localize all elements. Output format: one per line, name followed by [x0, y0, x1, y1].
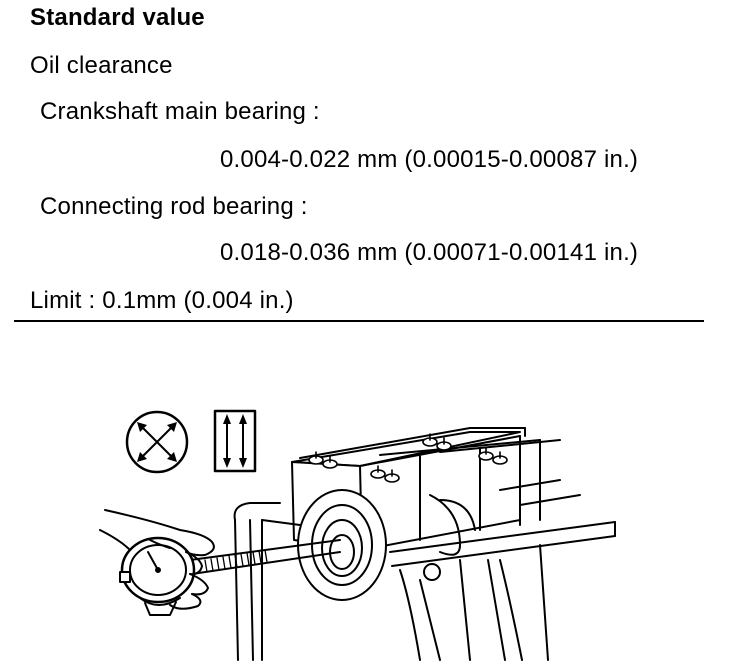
engine-block-frame: [233, 479, 616, 661]
rod-bearing-value: 0.018-0.036 mm (0.00071-0.00141 in.): [220, 239, 639, 266]
diagonal-measure-icon: [125, 410, 189, 474]
main-bearing-label: Crankshaft main bearing :: [40, 98, 320, 125]
oil-clearance-label: Oil clearance: [30, 52, 173, 79]
limit-value: Limit : 0.1mm (0.004 in.): [30, 287, 294, 314]
dial-gauge-icon: [119, 536, 196, 616]
vertical-measure-icon: [213, 409, 257, 473]
hand-illustration: [99, 509, 215, 610]
spec-heading: Standard value: [30, 4, 205, 31]
bore-gauge-rod: [189, 539, 341, 575]
bearing-cap-assembly: [291, 427, 561, 601]
main-bearing-value: 0.004-0.022 mm (0.00015-0.00087 in.): [220, 146, 639, 173]
section-divider: [14, 320, 704, 322]
rod-bearing-label: Connecting rod bearing :: [40, 193, 308, 220]
bore-gauge-illustration: [99, 409, 616, 661]
